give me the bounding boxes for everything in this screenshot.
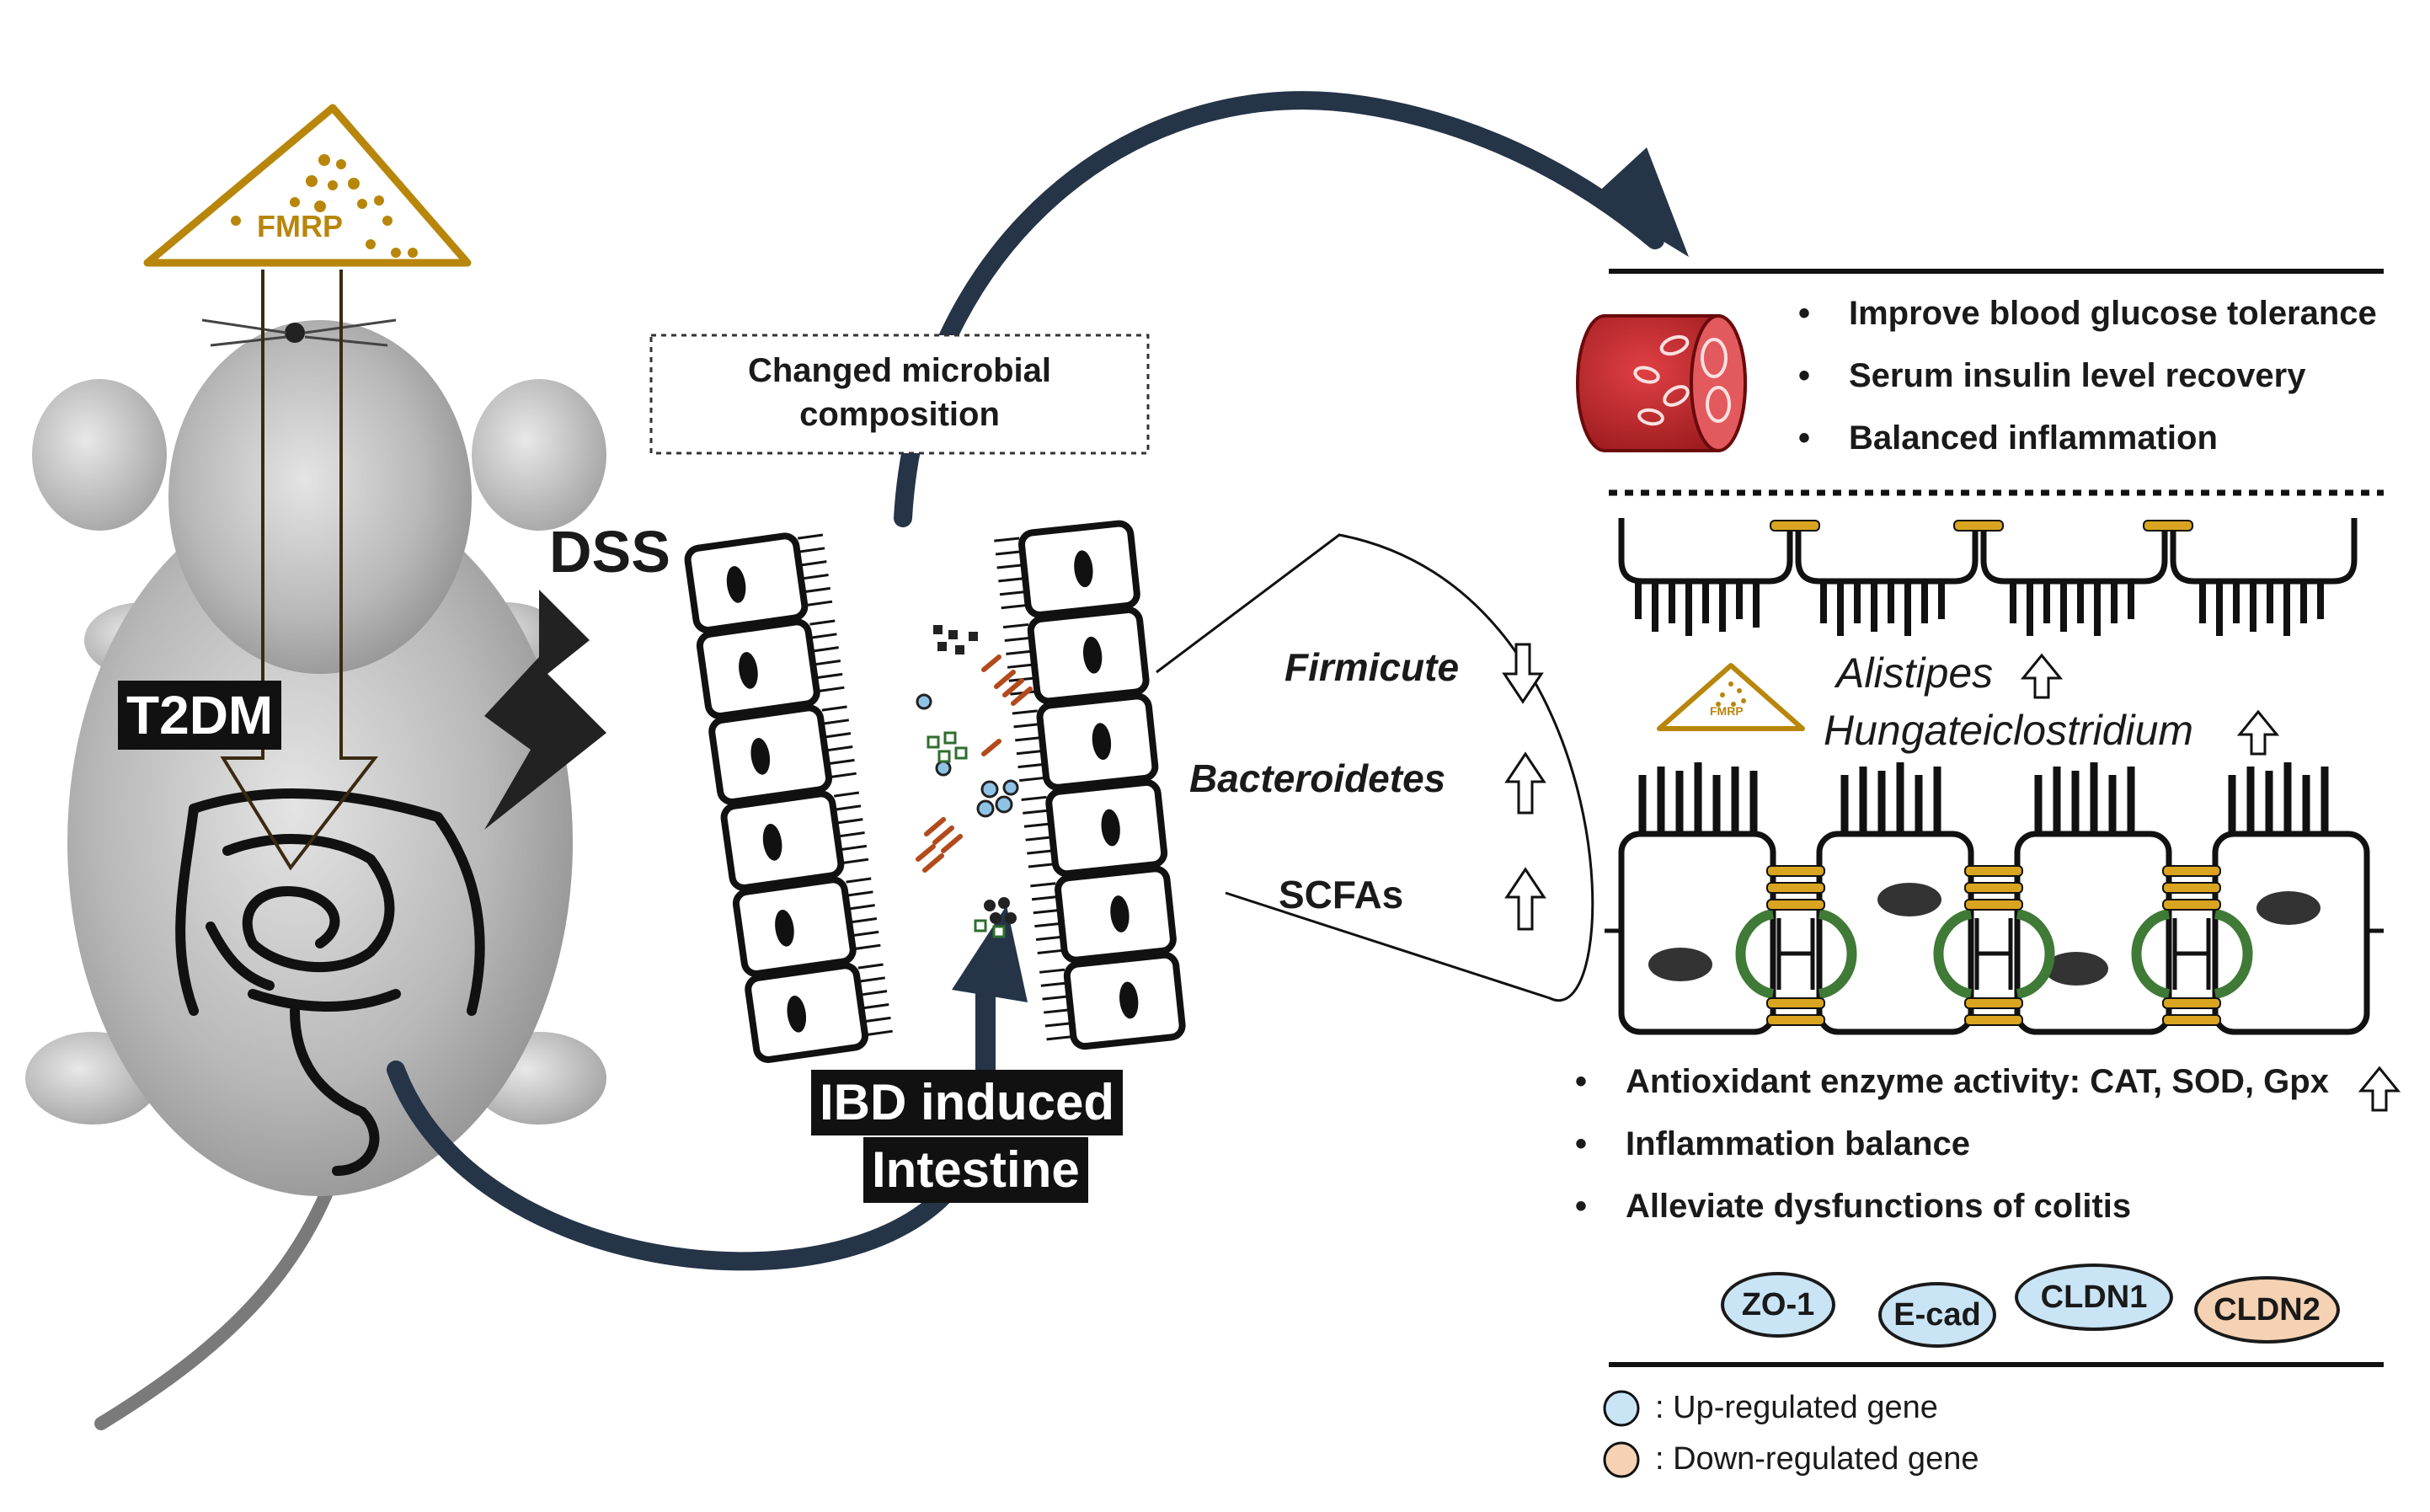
bacteroidetes-up-arrow <box>1504 751 1546 815</box>
healthy-nuclei <box>1648 883 2321 986</box>
intestine-wall-right <box>994 520 1186 1050</box>
curve-arrow-top-head <box>1592 147 1689 257</box>
intestine-coil <box>175 788 485 1176</box>
microbiome-callout <box>1156 533 1594 1002</box>
lumen-microbes <box>916 625 1033 938</box>
alistipes-label: Alistipes <box>1836 649 1994 697</box>
fmrp-down-arrow <box>220 270 379 871</box>
mouse-right-ear <box>472 379 606 531</box>
mouse-head <box>168 320 472 674</box>
intestine-label-line2: Intestine <box>863 1137 1088 1203</box>
intestine-wall-left <box>684 532 893 1063</box>
top-villi <box>1635 581 2324 636</box>
blood-vessel-icon <box>1576 314 1747 452</box>
legend-up-swatch <box>1603 1390 1640 1427</box>
lightning-bolt-icon <box>484 590 606 830</box>
changed-composition-box <box>649 334 1150 455</box>
fmrp-triangle <box>143 104 472 267</box>
blood-effect-1: Improve blood glucose tolerance <box>1798 295 2377 333</box>
fmrp-small-label: FMRP <box>1710 704 1744 718</box>
changed-composition-line1: Changed microbial <box>747 352 1052 389</box>
antioxidant-up-arrow <box>2358 1066 2401 1112</box>
alistipes-up-arrow <box>2020 653 2064 699</box>
scfas-up-arrow <box>1504 867 1546 931</box>
intestine-label-line1: IBD induced <box>811 1070 1124 1135</box>
blood-effect-3: Balanced inflammation <box>1798 419 2218 457</box>
firmicute-down-arrow <box>1502 643 1544 704</box>
colon-effect-3: Alleviate dysfunctions of colitis <box>1575 1188 2131 1226</box>
hungateiclostridium-up-arrow <box>2236 709 2280 756</box>
fmrp-small-triangle <box>1657 663 1805 731</box>
gene-zo1: ZO-1 <box>1721 1272 1835 1338</box>
fmrp-label: FMRP <box>257 209 343 243</box>
changed-composition-line2: composition <box>799 396 1000 433</box>
scfas-label: SCFAs <box>1279 873 1404 916</box>
legend-down-swatch <box>1603 1441 1640 1478</box>
curve-arrow-top <box>894 91 1664 527</box>
mouse <box>25 318 606 1430</box>
tight-junctions <box>1735 865 2253 1026</box>
gene-cldn2: CLDN2 <box>2194 1276 2340 1344</box>
mouse-left-ear <box>32 379 167 531</box>
dss-label: DSS <box>549 519 670 585</box>
mouse-whiskers <box>201 318 397 347</box>
colon-effect-2: Inflammation balance <box>1575 1125 1970 1163</box>
gene-cldn1: CLDN1 <box>2015 1264 2173 1331</box>
firmicute-label: Firmicute <box>1284 645 1460 689</box>
mouse-nose <box>285 323 305 343</box>
top-junctions <box>1770 520 2193 532</box>
blood-effect-2: Serum insulin level recovery <box>1798 357 2305 395</box>
legend-up-label: : Up-regulated gene <box>1655 1390 1938 1425</box>
gene-ecad: E-cad <box>1878 1282 1996 1348</box>
bacteroidetes-label: Bacteroidetes <box>1189 756 1446 800</box>
hungateiclostridium-label: Hungateiclostridium <box>1824 707 2194 754</box>
healthy-cells <box>1618 831 2370 1035</box>
colon-effect-1: Antioxidant enzyme activity: CAT, SOD, G… <box>1575 1063 2329 1101</box>
healthy-villi <box>1638 762 2329 834</box>
curve-arrow-bottom <box>387 1061 953 1271</box>
legend-down-label: : Down-regulated gene <box>1655 1441 1979 1477</box>
up-arrow-head <box>952 906 1028 1002</box>
t2dm-label: T2DM <box>118 681 282 750</box>
